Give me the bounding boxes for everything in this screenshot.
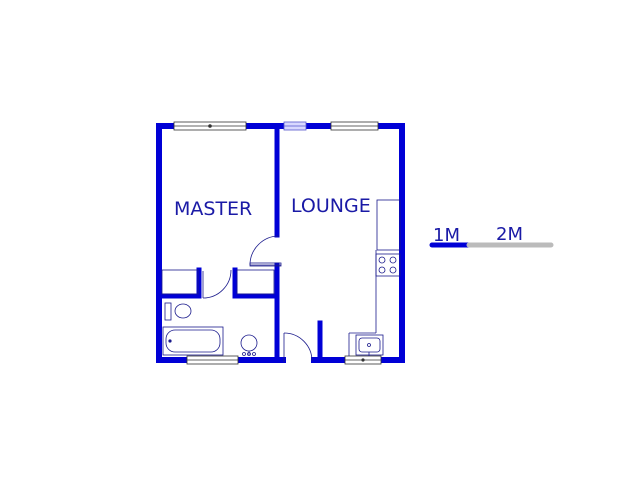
window-lounge-top — [330, 121, 379, 131]
window-master-top — [173, 121, 247, 131]
window-bath-bottom — [186, 355, 239, 365]
room-label-master: MASTER — [174, 198, 252, 220]
doors — [202, 235, 313, 362]
interior-walls — [156, 123, 323, 363]
door-master-lounge — [249, 235, 282, 267]
scale-label-1m: 1M — [433, 225, 460, 246]
window-vent-top — [283, 121, 307, 131]
bathtub-icon — [162, 326, 224, 356]
door-entrance — [283, 332, 313, 362]
window-kitchen-bottom — [344, 355, 382, 365]
cupboard-master — [161, 269, 199, 295]
fixtures — [161, 199, 401, 356]
kitchen-counter — [348, 199, 401, 356]
kitchen-sink-icon — [355, 334, 384, 356]
exterior-walls — [156, 123, 405, 363]
room-label-lounge: LOUNGE — [291, 195, 371, 217]
windows — [173, 121, 382, 365]
door-bathroom — [202, 269, 232, 299]
scale-bar: 1M 2M — [429, 224, 554, 248]
scale-label-2m: 2M — [496, 224, 523, 245]
cupboard-master-right — [236, 269, 275, 295]
basin-icon — [240, 334, 258, 356]
stove-icon — [375, 253, 401, 277]
toilet-icon — [164, 302, 192, 321]
